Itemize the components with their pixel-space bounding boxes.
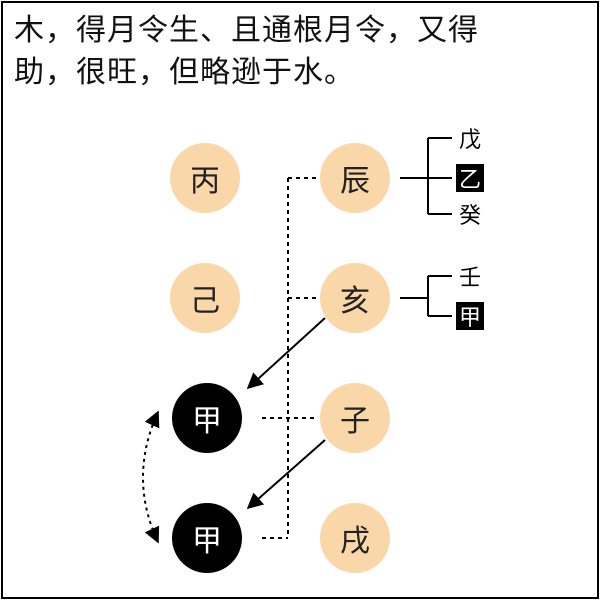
stem-node-ji: 己: [170, 263, 240, 333]
branch-node-xu: 戌: [320, 503, 390, 573]
arrow-zi-to-jia: [246, 439, 326, 510]
hidden-stem-gui: 癸: [458, 204, 481, 229]
headline-line-1: 木，得月令生、且通根月令，又得: [14, 13, 479, 48]
chen-hidden-bracket: [400, 137, 452, 215]
headline-line-2: 助，很旺，但略逊于水。: [14, 55, 355, 90]
stem-node-jia-2: 甲: [172, 503, 242, 573]
dashed-bracket: [262, 177, 318, 539]
branch-node-hai: 亥: [320, 263, 390, 333]
arrow-hai-to-jia: [246, 317, 326, 390]
stem-node-jia-1: 甲: [172, 383, 242, 453]
hidden-stem-jia: 甲: [456, 302, 484, 331]
hai-hidden-bracket: [400, 275, 452, 317]
hidden-stem-ren: 壬: [458, 266, 481, 291]
branch-node-zi: 子: [320, 383, 390, 453]
branch-node-chen: 辰: [320, 143, 390, 213]
arrow-jia-jia: [142, 410, 160, 544]
hidden-stem-wu: 戊: [458, 128, 481, 153]
stem-node-bing: 丙: [170, 143, 240, 213]
hidden-stem-yi: 乙: [456, 164, 484, 193]
headline: 木，得月令生、且通根月令，又得 助，很旺，但略逊于水。: [14, 10, 586, 94]
